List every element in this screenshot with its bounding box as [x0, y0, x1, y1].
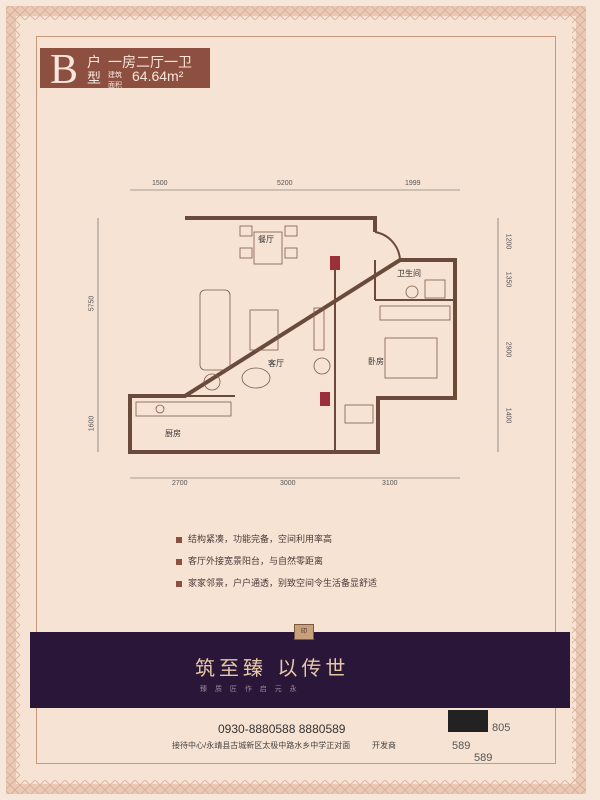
feature-item: 客厅外接宽景阳台，与自然零距离 [176, 554, 377, 576]
unit-area: 64.64m² [132, 68, 184, 84]
room-bathroom: 卫生间 [397, 269, 421, 278]
dim-top-2: 5200 [277, 180, 293, 187]
unit-layout: 一房二厅一卫 [108, 54, 192, 70]
slogan-main: 筑至臻 以传世 [195, 656, 350, 680]
feature-text: 结构紧凑，功能完备，空间利用率高 [188, 534, 333, 544]
area-label: 建筑面积 [108, 72, 122, 89]
overlay-text-2: 589 [452, 740, 471, 752]
dim-right-3: 2900 [504, 341, 512, 358]
unit-type-badge: B 户 型 一房二厅一卫 建筑面积 64.64m² [40, 47, 210, 93]
overlay-text-1: 805 [492, 722, 511, 734]
feature-text: 客厅外接宽景阳台，与自然零距离 [188, 556, 324, 566]
seal-logo: 印 [294, 624, 314, 640]
feature-list: 结构紧凑，功能完备，空间利用率高 客厅外接宽景阳台，与自然零距离 家家邻景，户户… [176, 532, 377, 598]
dim-left-2: 1600 [88, 415, 96, 432]
slogan-sub: 臻 质 匠 作 启 元 永 [200, 686, 300, 693]
bullet-square-icon [176, 558, 182, 565]
frame-inner-border [36, 36, 556, 764]
slogan-band [30, 632, 570, 708]
feature-item: 结构紧凑，功能完备，空间利用率高 [176, 532, 377, 554]
contact-address: 接待中心/永靖县古城新区太极中路水乡中学正对面 [172, 741, 351, 750]
overlay-black-block [448, 710, 488, 732]
dim-top-3: 1999 [405, 180, 421, 187]
feature-text: 家家邻景，户户通透，别致空间令生活备显舒适 [188, 578, 378, 588]
dim-bottom-2: 3000 [280, 480, 296, 487]
dim-right-1: 1200 [504, 233, 512, 250]
bullet-square-icon [176, 536, 182, 543]
feature-item: 家家邻景，户户通透，别致空间令生活备显舒适 [176, 576, 377, 598]
unit-hu: 户 [87, 54, 101, 70]
dim-left-1: 5750 [88, 295, 96, 312]
dim-right-4: 1400 [504, 407, 512, 424]
room-bedroom: 卧房 [368, 357, 384, 366]
dim-right-2: 1350 [504, 271, 512, 288]
room-living: 客厅 [268, 359, 284, 368]
room-kitchen: 厨房 [165, 429, 181, 438]
dim-bottom-1: 2700 [172, 480, 188, 487]
developer-label: 开发商 [372, 741, 396, 750]
bullet-square-icon [176, 580, 182, 587]
unit-xing: 型 [87, 70, 101, 86]
unit-letter: B [50, 47, 79, 93]
contact-phone: 0930-8880588 8880589 [218, 722, 346, 736]
dim-top-1: 1500 [152, 180, 168, 187]
room-dining: 餐厅 [258, 235, 274, 244]
dim-bottom-3: 3100 [382, 480, 398, 487]
overlay-text-3: 589 [474, 752, 493, 764]
